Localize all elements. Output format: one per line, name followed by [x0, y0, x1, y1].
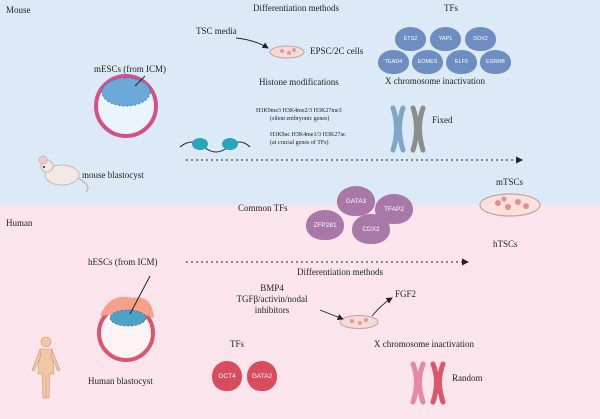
x-chromosome-fixed-icon [390, 105, 426, 153]
nucleosome-icon [179, 138, 251, 153]
human-blastocyst-icon [97, 296, 155, 362]
mescs-pointer [134, 75, 146, 87]
mouse-blastocyst-label: mouse blastocyst [82, 170, 144, 180]
human-petri-dish-icon [339, 315, 379, 329]
tsc-petri-dish-icon [269, 45, 305, 59]
tf-blob-tead4: TEAD4 [378, 50, 409, 74]
tf-blob-ets2: ETS2 [395, 27, 426, 51]
tf-blob-eomes: EOMES [412, 50, 443, 74]
human-section-label: Human [6, 218, 33, 228]
tsc-media-arrow [235, 37, 269, 49]
tf-blob-esrrb: ESRRB [480, 50, 511, 74]
human-panel [0, 205, 600, 419]
random-label: Random [452, 373, 483, 383]
histone-marks-repressive-note: (silent embryonic genes) [270, 116, 330, 122]
human-x-inactivation-label: X chromosome inactivation [374, 339, 474, 349]
tf-blob-oct4: OCT4 [212, 361, 242, 391]
fgf2-arrow [371, 297, 393, 317]
human-blastocyst-label: Human blastocyst [88, 376, 153, 386]
histone-marks-active: H3K9ac H3K4me1/3 H3K27ac [270, 132, 346, 138]
mouse-blastocyst-icon [94, 74, 158, 138]
human-inhibitor-arrow [319, 309, 344, 321]
tf-blob-gata3: GATA3 [337, 186, 375, 216]
tf-blob-gata2: GATA2 [247, 361, 277, 391]
tsc-culture-dish-icon [479, 193, 541, 217]
hescs-pointer [129, 275, 151, 315]
x-chromosome-random-icon [410, 361, 446, 405]
histone-marks-active-note: (at crucial genes of TFs) [270, 140, 329, 146]
mouse-x-inactivation-label: X chromosome inactivation [385, 76, 485, 86]
tf-blob-yap1: YAP1 [430, 27, 461, 51]
mouse-differentiation-methods: Differentiation methods [253, 3, 340, 13]
hescs-label: hESCs (from ICM) [88, 257, 158, 267]
inhibitors-label: inhibitors [254, 305, 290, 315]
mouse-animal-icon [38, 155, 89, 193]
htscs-label: hTSCs [493, 239, 518, 249]
epsc-cells-label: EPSC/2C cells [310, 46, 364, 56]
mouse-section-label: Mouse [6, 5, 31, 15]
tf-blob-cdx2: CDX2 [352, 214, 390, 244]
human-tfs-title: TFs [230, 339, 245, 349]
common-tfs-title: Common TFs [238, 203, 288, 213]
tf-blob-sox2: SOX2 [465, 27, 496, 51]
fgf2-label: FGF2 [395, 289, 417, 299]
tsc-media-label: TSC media [196, 26, 237, 36]
mescs-label: mESCs (from ICM) [94, 64, 166, 74]
human-differentiation-methods: Differentiation methods [297, 267, 384, 277]
tf-blob-elf5: ELF5 [446, 50, 477, 74]
mtscs-label: mTSCs [496, 177, 524, 187]
histone-modifications-label: Histone modifications [259, 77, 339, 87]
histone-marks-repressive: H3K9me3 H3K4me2/3 H3K27me3 [256, 108, 342, 114]
bmp4-label: BMP4 [260, 283, 284, 293]
fixed-label: Fixed [432, 115, 453, 125]
tf-blob-zfp281: ZFP281 [306, 210, 344, 240]
human-figure-icon [31, 336, 61, 399]
mouse-tfs-title: TFs [444, 3, 459, 13]
tgf-label: TGFβ/activin/nodal [236, 294, 308, 304]
